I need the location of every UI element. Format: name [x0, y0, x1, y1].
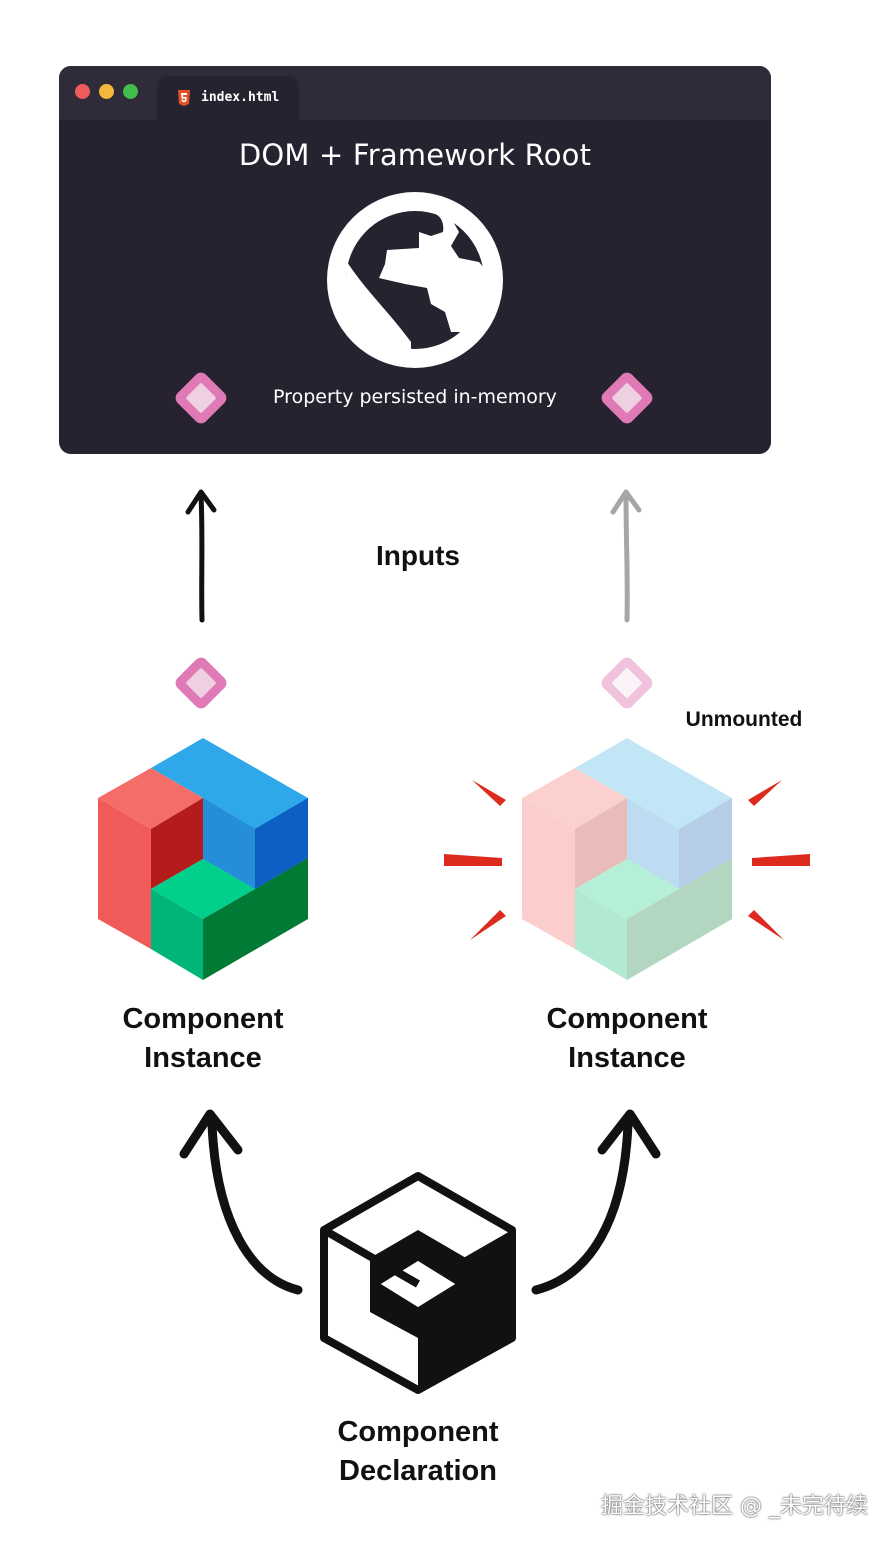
arrow-up-icon — [185, 489, 217, 623]
burst-lines-icon — [444, 780, 810, 940]
declaration-cube-icon — [320, 1172, 516, 1394]
declaration-label: Component Declaration — [337, 1416, 499, 1487]
browser-window: index.html DOM + Framework Root Property… — [59, 66, 771, 454]
inputs-label: Inputs — [376, 540, 460, 571]
cube-unmounted-icon — [522, 738, 732, 980]
globe-icon — [327, 192, 503, 368]
html5-icon — [178, 90, 190, 106]
watermark: 掘金技术社区 @ _未完待续 — [601, 1494, 868, 1519]
property-diamond-faded-icon — [601, 657, 653, 709]
property-diamond-icon — [175, 372, 227, 424]
root-title: DOM + Framework Root — [238, 138, 592, 172]
cube-icon — [98, 738, 308, 980]
arrow-up-faded-icon — [610, 489, 642, 623]
close-dot — [75, 84, 90, 99]
property-diamond-icon — [601, 372, 653, 424]
unmounted-label: Unmounted — [685, 708, 803, 731]
maximize-dot — [123, 84, 138, 99]
tab-index-html: index.html — [157, 76, 299, 122]
property-diamond-icon — [175, 657, 227, 709]
persisted-label: Property persisted in-memory — [273, 386, 557, 408]
curved-arrow-right-icon — [531, 1109, 661, 1295]
tab-label: index.html — [201, 90, 280, 105]
instance-left-label: Component Instance — [122, 1003, 284, 1074]
instance-right-label: Component Instance — [546, 1003, 708, 1074]
curved-arrow-left-icon — [179, 1109, 303, 1295]
minimize-dot — [99, 84, 114, 99]
